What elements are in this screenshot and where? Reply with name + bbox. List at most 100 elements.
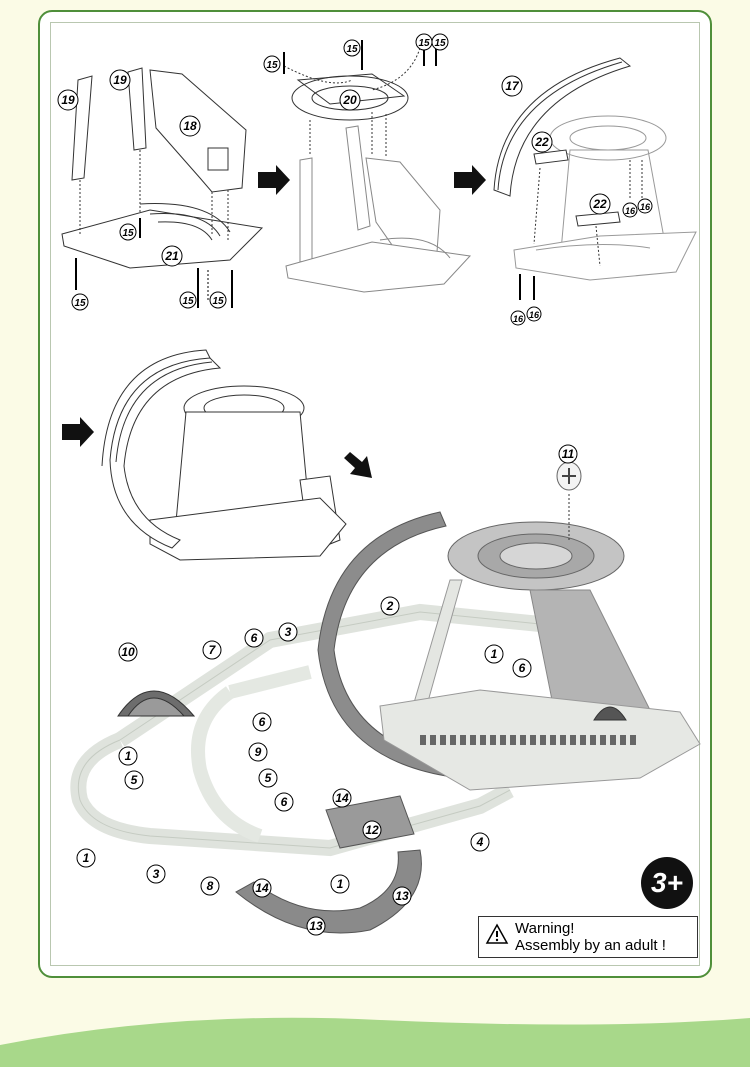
callout-11: 11 [558, 444, 578, 464]
svg-text:9: 9 [255, 745, 262, 759]
svg-text:6: 6 [281, 795, 288, 809]
pillar-19-right [127, 67, 147, 151]
warning-title: Warning! [515, 920, 575, 937]
svg-text:17: 17 [505, 79, 520, 93]
callout-3-a: 3 [278, 622, 298, 642]
part-callouts: 19 19 18 15 21 15 15 15 15 15 15 15 20 1… [57, 33, 653, 936]
svg-text:11: 11 [562, 447, 575, 461]
step-4-assembly [101, 349, 347, 561]
svg-text:16: 16 [625, 206, 636, 216]
svg-text:8: 8 [207, 879, 214, 893]
svg-text:1: 1 [125, 749, 132, 763]
age-badge: 3+ [641, 857, 693, 909]
svg-text:15: 15 [434, 38, 446, 49]
svg-text:15: 15 [418, 38, 430, 49]
callout-15-e: 15 [263, 55, 281, 73]
svg-text:15: 15 [122, 228, 134, 239]
svg-text:15: 15 [182, 296, 194, 307]
arrow-step-2-to-3 [454, 165, 486, 195]
callout-7: 7 [202, 640, 222, 660]
arrow-step-3-to-4 [62, 417, 94, 447]
callout-16-c: 16 [510, 310, 526, 326]
callout-1-a: 1 [484, 644, 504, 664]
svg-text:14: 14 [255, 881, 269, 895]
svg-text:1: 1 [83, 851, 90, 865]
callout-19-b: 19 [109, 69, 131, 91]
svg-text:15: 15 [346, 44, 358, 55]
callout-18: 18 [179, 115, 201, 137]
svg-text:3: 3 [153, 867, 160, 881]
callout-3-b: 3 [146, 864, 166, 884]
callout-13-b: 13 [306, 916, 326, 936]
pillar-19-left [71, 75, 93, 181]
svg-text:4: 4 [476, 835, 484, 849]
svg-text:2: 2 [386, 599, 394, 613]
callout-1-d: 1 [330, 874, 350, 894]
callout-15-g: 15 [415, 33, 433, 51]
svg-text:6: 6 [251, 631, 258, 645]
arrow-step-1-to-2 [258, 165, 290, 195]
callout-5-a: 5 [124, 770, 144, 790]
panel-inner-frame [50, 22, 700, 966]
callout-1-b: 1 [118, 746, 138, 766]
svg-text:13: 13 [309, 919, 323, 933]
callout-6-d: 6 [274, 792, 294, 812]
callout-16-a: 16 [622, 202, 638, 218]
svg-text:15: 15 [212, 296, 224, 307]
callout-14-a: 14 [332, 788, 352, 808]
callout-9: 9 [248, 742, 268, 762]
callout-15-d: 15 [209, 291, 227, 309]
warning-text: Assembly by an adult ! [515, 937, 666, 954]
callout-21: 21 [161, 245, 183, 267]
step-3-assembly [493, 57, 697, 300]
svg-text:22: 22 [592, 197, 607, 211]
svg-text:5: 5 [131, 773, 138, 787]
svg-text:22: 22 [534, 135, 549, 149]
svg-text:18: 18 [183, 119, 197, 133]
callout-19-a: 19 [57, 89, 79, 111]
svg-text:20: 20 [342, 93, 357, 107]
svg-text:19: 19 [61, 93, 75, 107]
callout-14-b: 14 [252, 878, 272, 898]
callout-8: 8 [200, 876, 220, 896]
svg-text:16: 16 [513, 314, 524, 324]
callout-16-b: 16 [637, 198, 653, 214]
callout-10: 10 [118, 642, 138, 662]
warning-box: Warning! Assembly by an adult ! [478, 916, 698, 958]
svg-text:1: 1 [491, 647, 498, 661]
callout-1-c: 1 [76, 848, 96, 868]
svg-text:16: 16 [640, 202, 651, 212]
callout-6-c: 6 [252, 712, 272, 732]
callout-4: 4 [470, 832, 490, 852]
callout-6-a: 6 [512, 658, 532, 678]
callout-15-f: 15 [343, 39, 361, 57]
warning-triangle-icon [485, 923, 509, 944]
callout-5-b: 5 [258, 768, 278, 788]
svg-text:10: 10 [121, 645, 135, 659]
svg-text:14: 14 [335, 791, 349, 805]
svg-text:13: 13 [395, 889, 409, 903]
callout-15-h: 15 [431, 33, 449, 51]
svg-text:19: 19 [113, 73, 127, 87]
arrow-step-4-to-final [344, 452, 372, 478]
svg-text:1: 1 [337, 877, 344, 891]
callout-15-b: 15 [71, 293, 89, 311]
svg-text:5: 5 [265, 771, 272, 785]
final-track-layout [70, 461, 701, 934]
svg-text:6: 6 [259, 715, 266, 729]
callout-13-a: 13 [392, 886, 412, 906]
svg-text:3: 3 [285, 625, 292, 639]
svg-text:21: 21 [164, 249, 179, 263]
svg-text:16: 16 [529, 310, 540, 320]
callout-20: 20 [339, 89, 361, 111]
base-21 [61, 209, 264, 269]
svg-text:12: 12 [365, 823, 379, 837]
step-1-assembly [61, 67, 264, 308]
callout-15-c: 15 [179, 291, 197, 309]
callout-17: 17 [501, 75, 523, 97]
callout-22-a: 22 [531, 131, 553, 153]
callout-22-b: 22 [589, 193, 611, 215]
callout-12: 12 [362, 820, 382, 840]
svg-text:7: 7 [209, 643, 217, 657]
